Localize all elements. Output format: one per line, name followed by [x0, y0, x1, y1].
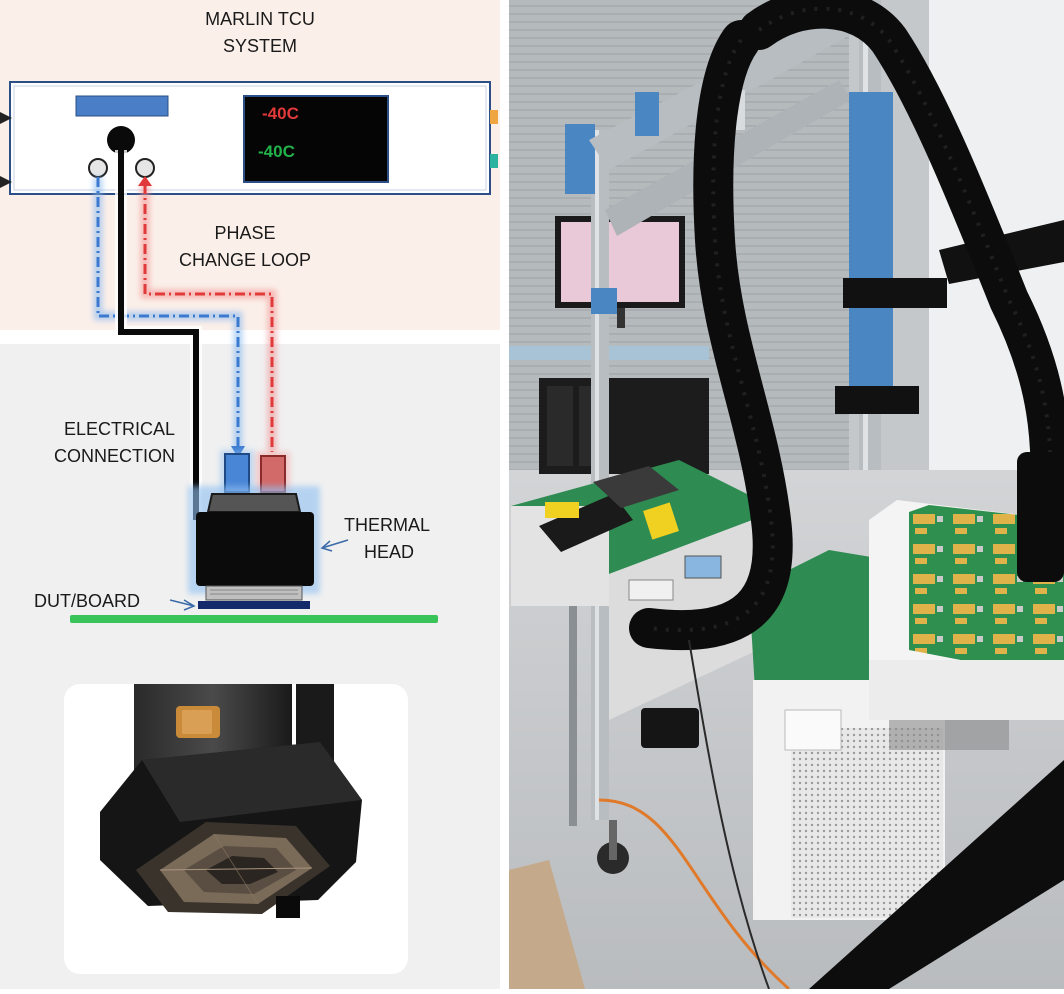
cold-port-icon	[88, 158, 108, 178]
hot-supply-line	[143, 184, 274, 452]
thermal-head-label: THERMAL HEAD	[344, 512, 454, 566]
dut-board-label: DUT/BOARD	[34, 591, 141, 611]
board-line	[70, 615, 438, 623]
electrical-cable	[118, 150, 199, 520]
system-label-line1: MARLIN TCU	[205, 9, 315, 29]
electrical-label-line1: ELECTRICAL	[64, 419, 176, 439]
head-top-cap	[206, 493, 302, 513]
hot-arrow-icon	[138, 176, 152, 186]
hot-port-icon	[135, 158, 155, 178]
temp-readout-setpoint: -40C	[262, 104, 299, 123]
separator	[0, 330, 500, 344]
status-bar-indicator	[75, 95, 169, 117]
phase-change-label: PHASE CHANGE LOOP	[160, 220, 330, 274]
electrical-label-line2: CONNECTION	[54, 446, 175, 466]
arrow-in-top-icon	[0, 112, 12, 124]
system-label-line2: SYSTEM	[222, 36, 297, 56]
phase-label-line2: CHANGE LOOP	[178, 250, 312, 270]
thermal-head-pointer-icon	[321, 539, 349, 549]
cold-return-line	[96, 177, 240, 450]
thermal-head-label-line2: HEAD	[364, 542, 415, 562]
lab-setup-photo-panel	[509, 0, 1064, 991]
head-contact-plate	[205, 585, 303, 601]
temp-readout-actual: -40C	[258, 142, 295, 161]
phase-change-diagram: MARLIN TCU SYSTEM -40C -40C PHASE CHANGE…	[0, 0, 500, 989]
lab-setup-photo-icon	[509, 0, 1064, 991]
system-label: MARLIN TCU SYSTEM	[190, 6, 330, 60]
thermal-head-render-icon	[100, 684, 362, 918]
thermal-head-body	[196, 512, 314, 586]
temp-display	[243, 95, 389, 183]
main-connector-icon	[107, 126, 135, 154]
port-orange-icon	[490, 110, 498, 124]
port-teal-icon	[490, 154, 498, 168]
diagram-canvas	[0, 0, 500, 989]
cold-fitting	[224, 453, 250, 493]
phase-label-line1: PHASE	[214, 223, 276, 243]
electrical-connection-label: ELECTRICAL CONNECTION	[54, 416, 194, 470]
dut-pointer-icon	[169, 599, 195, 607]
dut-device	[198, 601, 310, 609]
thermal-head-label-line1: THERMAL	[344, 515, 431, 535]
arrow-in-bottom-icon	[0, 176, 12, 188]
